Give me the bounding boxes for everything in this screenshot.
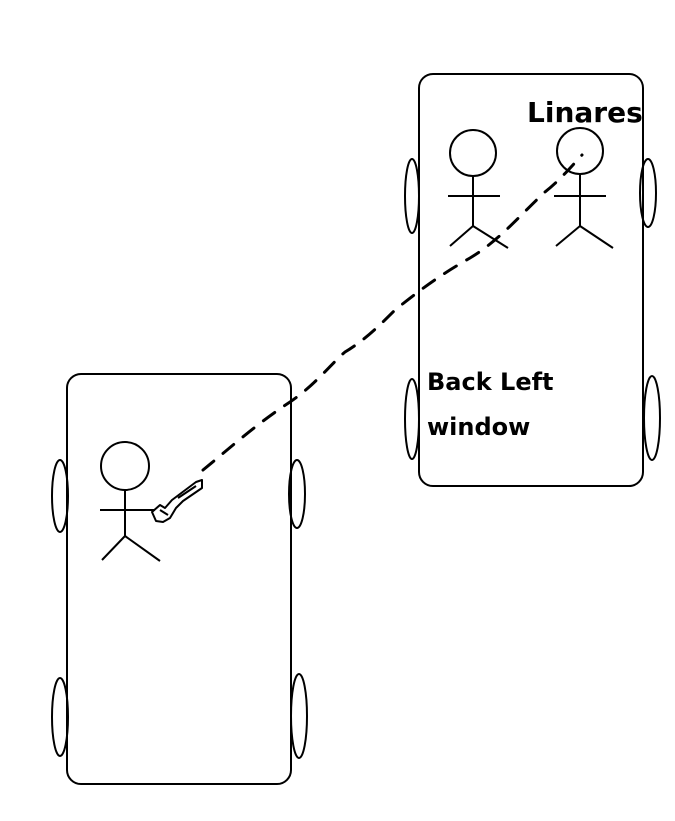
target-car-wheel-front-left [404,158,420,234]
shooter-car-wheel-front-right [288,459,306,529]
back-left-window-label-line2: window [427,413,530,441]
shooter-car-wheel-rear-left [51,677,69,757]
shooter-car-wheel-rear-right [290,673,308,759]
target-car-body [418,73,644,487]
target-car-wheel-rear-right [643,375,661,461]
shooter-car-body [66,373,292,785]
back-left-window-label-line1: Back Left [427,368,554,396]
shooter-car-wheel-front-left [51,459,69,533]
target-car [404,73,661,487]
passenger-figure [448,129,509,249]
linares-label: Linares [527,96,643,129]
linares-figure [554,127,614,249]
target-car-wheel-rear-left [404,378,420,460]
bullet-trajectory [201,153,584,472]
shooter-figure [100,441,161,562]
gun-icon [151,479,203,523]
target-car-wheel-front-right [639,158,657,228]
shooter-car [51,373,308,785]
